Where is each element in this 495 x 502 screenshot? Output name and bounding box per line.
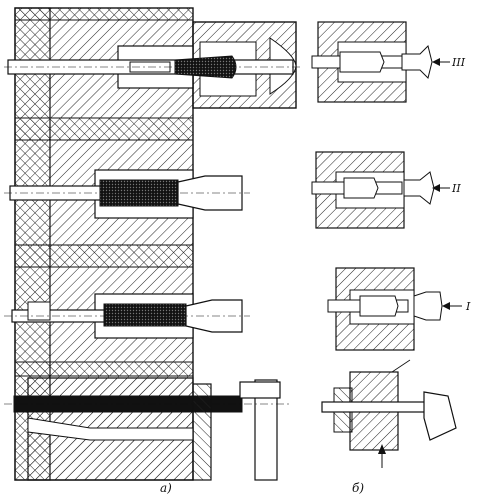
billet-I [103, 303, 187, 327]
die-stack-a [4, 7, 300, 481]
stage-label-I: I [465, 300, 471, 313]
separator-band [14, 244, 194, 268]
separator-band [14, 117, 194, 141]
station-details-b [311, 21, 462, 468]
punch-II [177, 175, 243, 211]
detail-I [327, 267, 462, 351]
stage-label-II: II [451, 182, 461, 195]
side-plate [192, 383, 212, 481]
detail-cutoff [321, 359, 457, 468]
detail-III [311, 21, 450, 103]
stage-label-III: III [451, 56, 466, 69]
caption-a: a) [160, 481, 172, 495]
caption-b: б) [352, 481, 364, 495]
billet-III [174, 55, 237, 79]
cutter-knife [254, 379, 278, 481]
separator-band [14, 361, 194, 377]
detail-II [311, 151, 450, 229]
